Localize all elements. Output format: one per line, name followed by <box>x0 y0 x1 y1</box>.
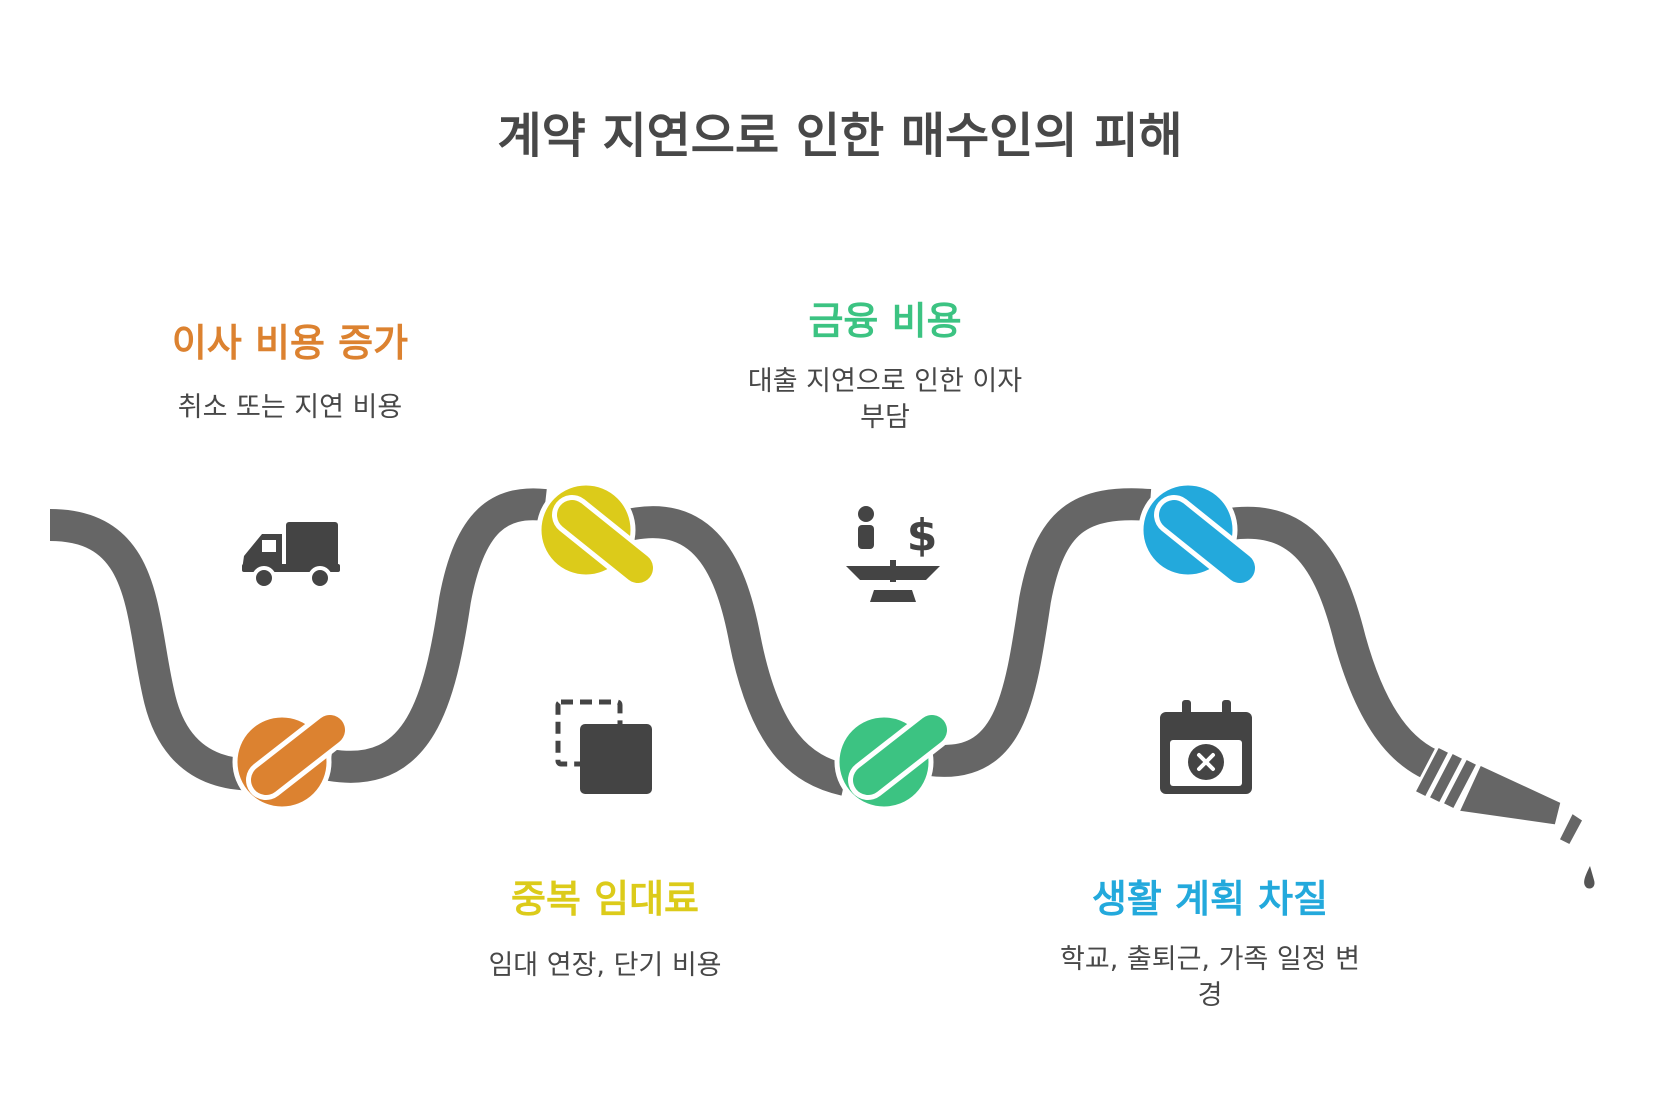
knot-loop-fill <box>251 715 345 795</box>
step-title-moving-cost: 이사 비용 증가 <box>171 321 409 365</box>
step-desc-line: 부담 <box>860 402 910 433</box>
nozzle-ring-3 <box>1439 755 1481 813</box>
knot-loop-fill <box>557 500 653 583</box>
knot-blue <box>1138 480 1260 588</box>
step-desc-life-plan: 학교, 출퇴근, 가족 일정 변 경 <box>1030 942 1390 1014</box>
step-desc-line: 경 <box>1197 980 1223 1011</box>
step-title-finance-cost: 금융 비용 <box>808 299 962 343</box>
truck-icon <box>242 522 340 590</box>
knot-green <box>834 710 952 812</box>
step-desc-moving-cost: 취소 또는 지연 비용 <box>177 392 403 423</box>
step-title-life-plan: 생활 계획 차질 <box>1091 877 1329 921</box>
knot-loop-fill <box>853 715 947 795</box>
step-desc-duplicate-rent: 임대 연장, 단기 비용 <box>488 950 722 981</box>
overlap-squares-icon <box>555 699 652 794</box>
svg-text:$: $ <box>907 510 938 561</box>
knot-yellow <box>536 480 658 588</box>
knot-orange <box>232 710 350 812</box>
step-desc-line: 학교, 출퇴근, 가족 일정 변 <box>1060 944 1360 975</box>
nozzle-ring-2 <box>1425 749 1467 807</box>
hose-path <box>49 488 1450 796</box>
scale-dollar-icon: $ <box>846 506 940 602</box>
nozzle-end <box>1555 809 1586 848</box>
nozzle-ring-1 <box>1411 743 1453 801</box>
nozzle <box>1411 743 1595 889</box>
page-title: 계약 지연으로 인한 매수인의 피해 <box>497 108 1183 164</box>
step-desc-finance-cost: 대출 지연으로 인한 이자 부담 <box>720 364 1050 436</box>
calendar-cancel-icon <box>1160 700 1252 794</box>
knot-loop-fill <box>1159 500 1255 583</box>
step-title-duplicate-rent: 중복 임대료 <box>510 877 700 921</box>
nozzle-tip <box>1455 762 1564 828</box>
water-drop-icon <box>1584 866 1595 889</box>
step-desc-line: 대출 지연으로 인한 이자 <box>747 366 1023 397</box>
